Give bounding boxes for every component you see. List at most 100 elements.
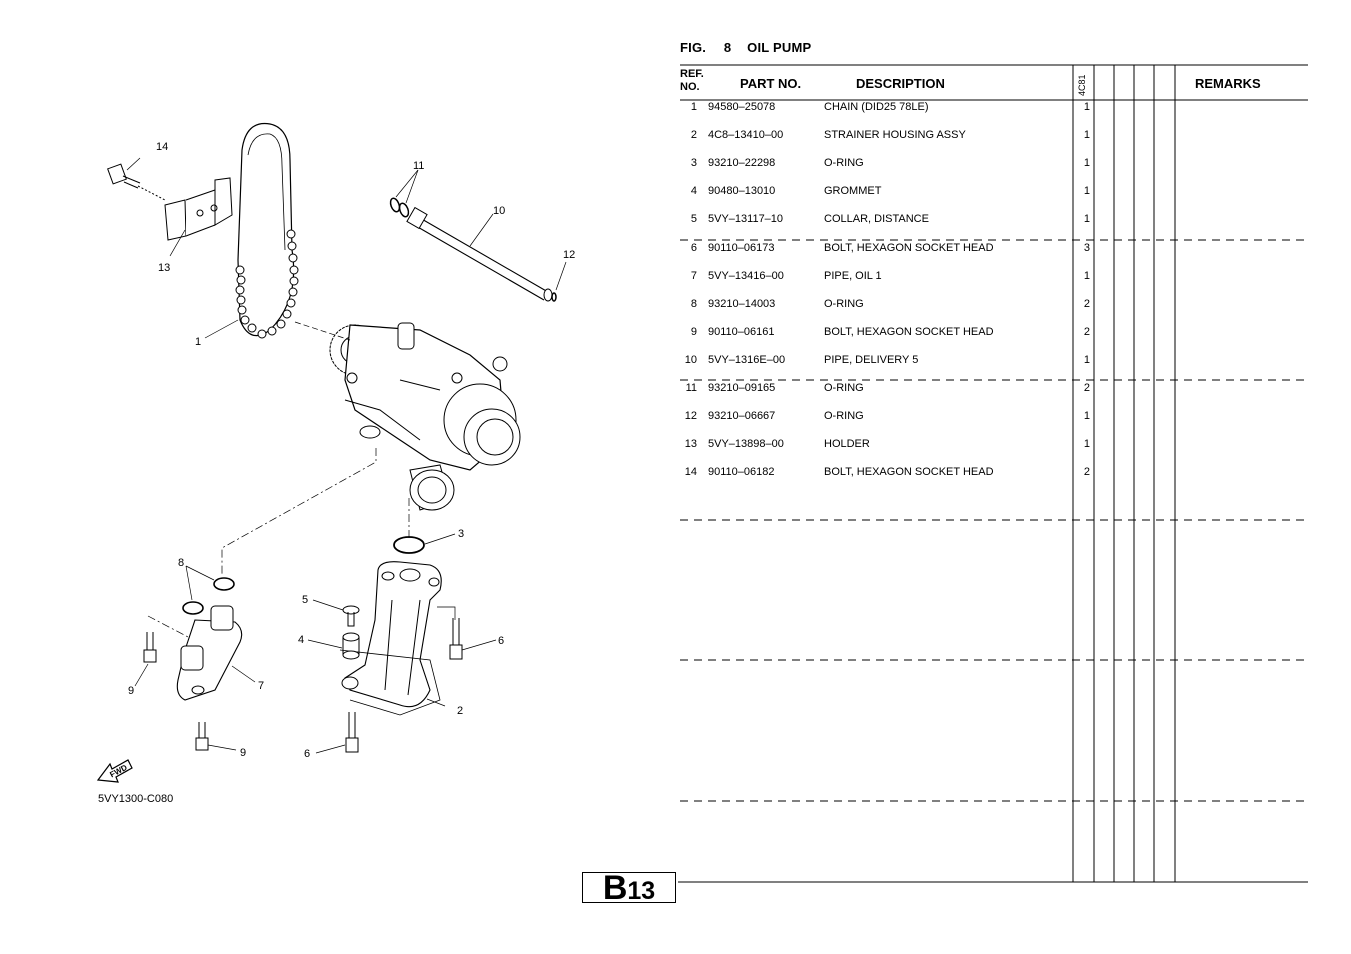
quantity-cell: 2 — [1083, 382, 1090, 394]
o-ring-8a — [213, 577, 235, 591]
ref-no-cell: 3 — [690, 157, 697, 170]
callout-9a: 9 — [128, 685, 134, 697]
ref-no-cell: 11 — [685, 382, 697, 394]
ref-no-cell: 6 — [690, 241, 697, 254]
callout-6b: 6 — [304, 748, 310, 760]
bolt-9-bottom — [195, 722, 209, 751]
header-part-no: PART NO. — [740, 76, 802, 91]
page-number: 13 — [627, 877, 656, 905]
o-ring-11b — [398, 202, 410, 218]
bolt-9-left — [143, 632, 157, 663]
callout-14: 14 — [156, 141, 168, 153]
description-cell: O-RING — [824, 157, 864, 170]
header-model-code: 4C81 — [1077, 74, 1087, 96]
quantity-cell: 2 — [1083, 297, 1090, 310]
figure-name: OIL PUMP — [747, 40, 812, 55]
part-no-cell: 90110–06173 — [708, 241, 775, 254]
ref-no-cell: 9 — [690, 325, 697, 338]
part-no-cell: 93210–14003 — [708, 297, 776, 310]
oil-pipe-7 — [176, 605, 243, 701]
chain-part — [235, 122, 299, 339]
part-no-cell: 4C8–13410–00 — [708, 129, 784, 142]
leader-lines — [126, 157, 567, 754]
callout-5: 5 — [302, 594, 308, 606]
header-ref-no: REF. NO. — [680, 68, 704, 93]
description-cell: COLLAR, DISTANCE — [824, 213, 929, 226]
quantity-cell: 1 — [1083, 213, 1090, 226]
o-ring-8b — [182, 601, 204, 615]
drawing-code: 5VY1300-C080 — [98, 793, 174, 805]
callout-11: 11 — [413, 160, 424, 172]
ref-no-cell: 14 — [684, 466, 697, 479]
o-ring-12 — [551, 292, 557, 302]
ref-no-cell: 12 — [684, 410, 697, 423]
description-cell: O-RING — [824, 410, 864, 423]
figure-prefix: FIG. — [680, 40, 707, 55]
strainer-housing — [339, 561, 442, 716]
callout-2: 2 — [457, 705, 463, 717]
oil-pump-body — [329, 322, 521, 511]
callout-3: 3 — [458, 528, 464, 540]
quantity-cell: 1 — [1083, 353, 1090, 366]
part-no-cell: 94580–25078 — [708, 101, 776, 113]
part-no-cell: 93210–06667 — [708, 410, 776, 423]
quantity-cell: 2 — [1083, 325, 1090, 338]
holder-part — [164, 177, 233, 241]
callout-12: 12 — [563, 249, 575, 261]
exploded-parts-diagram: 14 13 1 11 10 12 3 8 5 4 6 7 9 2 9 6 FWD — [96, 122, 575, 783]
ref-no-cell: 7 — [690, 269, 697, 282]
ref-no-cell: 1 — [690, 101, 697, 113]
part-no-cell: 93210–22298 — [708, 157, 776, 170]
part-no-cell: 90110–06182 — [708, 466, 775, 479]
quantity-cell: 2 — [1083, 466, 1090, 479]
quantity-cell: 1 — [1083, 438, 1090, 451]
quantity-cell: 1 — [1083, 157, 1090, 170]
bolt-6-bottom — [345, 712, 359, 753]
delivery-pipe — [406, 206, 553, 302]
callout-10: 10 — [493, 205, 505, 217]
bolt-14 — [107, 163, 166, 201]
description-cell: BOLT, HEXAGON SOCKET HEAD — [824, 325, 994, 338]
part-no-cell: 5VY–1316E–00 — [708, 353, 786, 366]
figure-number: 8 — [723, 40, 732, 55]
description-cell: BOLT, HEXAGON SOCKET HEAD — [824, 466, 994, 479]
part-no-cell: 90110–06161 — [708, 325, 775, 338]
ref-no-cell: 8 — [690, 297, 697, 310]
page-number-badge: B13 — [582, 871, 676, 905]
callout-1: 1 — [195, 336, 201, 348]
ref-no-cell: 10 — [684, 353, 697, 366]
quantity-cell: 1 — [1083, 269, 1090, 282]
bolt-6-top — [449, 618, 463, 660]
grommet-4 — [342, 632, 360, 660]
description-cell: GROMMET — [824, 185, 882, 198]
ref-no-cell: 4 — [690, 185, 697, 198]
quantity-cell: 1 — [1083, 101, 1090, 113]
part-no-cell: 5VY–13898–00 — [708, 438, 784, 451]
callout-13: 13 — [158, 262, 170, 274]
callout-4: 4 — [298, 634, 304, 646]
quantity-cell: 1 — [1083, 129, 1090, 142]
quantity-cell: 3 — [1083, 241, 1090, 254]
header-remarks: REMARKS — [1195, 76, 1261, 91]
part-no-cell: 5VY–13117–10 — [708, 213, 784, 226]
description-cell: O-RING — [824, 297, 864, 310]
figure-title: FIG. 8 OIL PUMP — [680, 40, 811, 55]
description-cell: CHAIN (DID25 78LE) — [824, 101, 929, 113]
ref-no-cell: 5 — [690, 213, 697, 226]
callout-labels: 14 13 1 11 10 12 3 8 5 4 6 7 9 2 9 6 — [128, 141, 575, 760]
o-ring-11a — [389, 197, 401, 213]
part-no-cell: 5VY–13416–00 — [708, 269, 784, 282]
part-no-cell: 90480–13010 — [708, 185, 776, 198]
header-description: DESCRIPTION — [856, 76, 945, 91]
description-cell: BOLT, HEXAGON SOCKET HEAD — [824, 241, 994, 254]
ref-no-cell: 2 — [690, 129, 697, 142]
callout-8: 8 — [178, 557, 184, 569]
ref-no-cell: 13 — [684, 438, 697, 451]
description-cell: STRAINER HOUSING ASSY — [824, 129, 966, 142]
callout-6a: 6 — [498, 635, 504, 647]
quantity-cell: 1 — [1083, 185, 1090, 198]
callout-7: 7 — [258, 680, 264, 692]
part-no-cell: 93210–09165 — [708, 382, 776, 394]
description-cell: PIPE, OIL 1 — [824, 269, 882, 282]
